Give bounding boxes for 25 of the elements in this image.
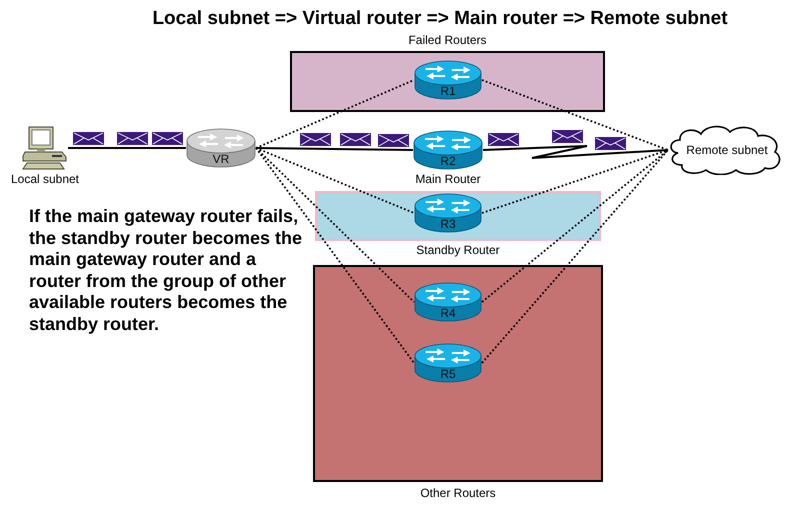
dotted-connector-line [482,79,668,151]
dotted-connector-line [256,79,414,149]
diagram-title: Local subnet => Virtual router => Main router => Remote subnet [151,8,729,30]
router-label: R1 [440,85,456,98]
dotted-connector-line [481,149,669,364]
dotted-connector-line [256,147,414,214]
connector-line [256,147,414,151]
connector-line [68,147,186,149]
dotted-connector-line [255,147,415,303]
router-label: R2 [440,155,456,168]
note-text: If the main gateway router fails, the standby router becomes the main gateway router and a router from the group of other available routers becomes the standby router. [29,206,303,335]
cloud-label: Remote subnet [686,143,768,157]
dotted-connector-line [481,149,669,303]
dotted-connector-line [482,149,668,214]
group-heading: Failed Routers [408,33,487,47]
group-heading: Standby Router [416,243,500,257]
node-caption: Main Router [415,172,481,186]
router-label: R5 [440,368,456,381]
connector-line [482,145,668,159]
router-label: R4 [440,307,456,320]
dotted-connector-line [255,147,415,364]
node-caption: Local subnet [10,172,80,186]
group-heading: Other Routers [420,486,496,500]
router-label: VR [212,153,230,166]
router-label: R3 [440,218,456,231]
